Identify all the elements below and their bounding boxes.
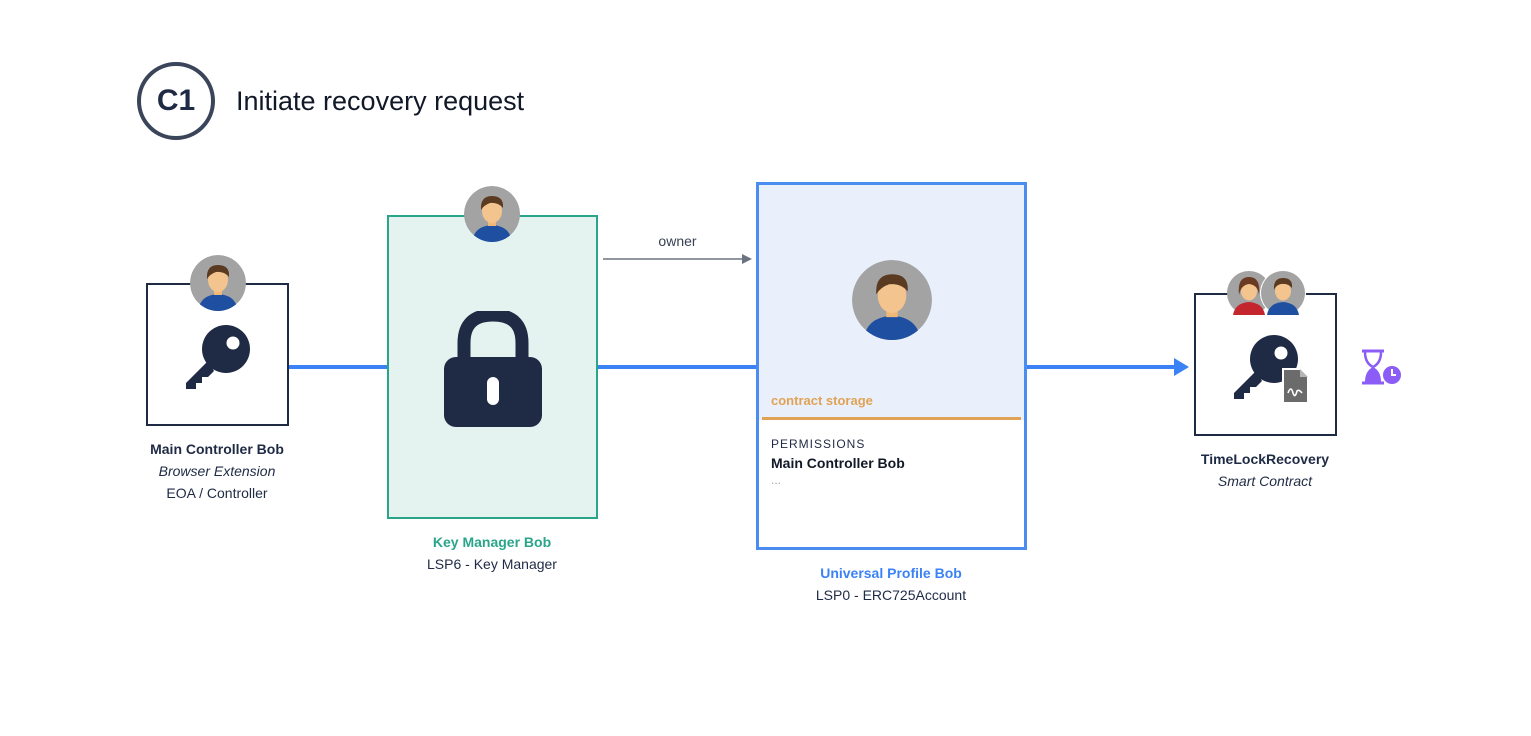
- universal-profile-type: LSP0 - ERC725Account: [815, 587, 967, 603]
- profile-header-area: contract storage: [759, 185, 1024, 420]
- flow-line-controller-km: [288, 365, 389, 369]
- contract-storage-label: contract storage: [771, 393, 873, 408]
- universal-profile-box: contract storage PERMISSIONS Main Contro…: [756, 182, 1027, 550]
- controller-name: Main Controller Bob: [150, 441, 284, 457]
- owner-edge-label: owner: [658, 233, 697, 249]
- controller-subtitle: Browser Extension: [158, 463, 276, 479]
- universal-profile-name: Universal Profile Bob: [820, 565, 962, 581]
- controller-avatar: [190, 255, 246, 311]
- key-manager-avatar: [464, 186, 520, 242]
- controller-label: Main Controller Bob Browser Extension EO…: [117, 438, 317, 504]
- lock-icon: [444, 311, 542, 427]
- key-contract-icon: [1234, 335, 1309, 404]
- owner-arrow: [603, 254, 752, 264]
- timelock-type: Smart Contract: [1217, 473, 1313, 489]
- key-manager-name: Key Manager Bob: [432, 534, 552, 550]
- key-manager-type: LSP6 - Key Manager: [427, 556, 557, 572]
- universal-profile-avatar: [852, 260, 932, 340]
- permissions-entry: Main Controller Bob: [771, 455, 905, 471]
- step-badge: C1: [137, 62, 215, 140]
- flow-line-up-timelock: [1025, 365, 1177, 369]
- key-manager-label: Key Manager Bob LSP6 - Key Manager: [392, 531, 592, 575]
- page-title: Initiate recovery request: [236, 86, 525, 116]
- key-manager-box: [387, 215, 598, 519]
- timelock-label: TimeLockRecovery Smart Contract: [1165, 448, 1365, 492]
- controller-type: EOA / Controller: [166, 485, 268, 501]
- contract-storage-divider: [762, 417, 1021, 420]
- timelock-box: [1194, 293, 1337, 436]
- timelock-name: TimeLockRecovery: [1200, 451, 1330, 467]
- universal-profile-label: Universal Profile Bob LSP0 - ERC725Accou…: [766, 562, 1016, 606]
- key-icon: [186, 325, 250, 389]
- permissions-heading: PERMISSIONS: [771, 437, 866, 451]
- permissions-more: ...: [771, 473, 782, 487]
- signer-avatars: [1227, 270, 1306, 316]
- flow-arrowhead: [1174, 358, 1189, 376]
- flow-line-km-up: [596, 365, 758, 369]
- hourglass-clock-icon: [1362, 349, 1402, 385]
